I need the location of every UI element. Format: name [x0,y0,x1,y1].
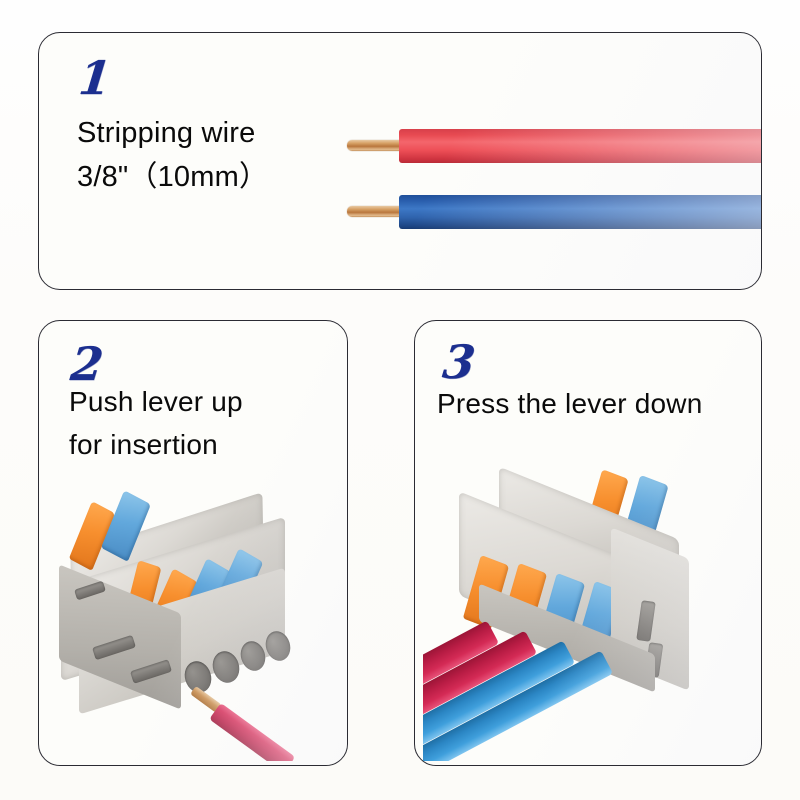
step-caption-3: Press the lever down [437,388,703,419]
connector-illustration-step-2 [53,489,333,761]
inserted-wire-red [209,702,296,761]
connector-illustration-step-3 [423,451,759,761]
copper-tip-icon [347,140,405,151]
step-panel-2: 2 Push lever up for insertion [38,320,348,766]
step-caption-1: Stripping wire 3/8"（10mm） [77,117,269,194]
copper-tip-icon [347,206,405,217]
step-panel-3: 3 Press the lever down [414,320,762,766]
step-number-3: 3 [440,335,478,389]
step-number-1: 1 [76,51,114,105]
step-caption-2: Push lever up for insertion [69,386,243,460]
blue-wire-sheath [399,195,761,229]
red-wire-sheath [399,129,761,163]
step-panel-1: 1 Stripping wire 3/8"（10mm） [38,32,762,290]
